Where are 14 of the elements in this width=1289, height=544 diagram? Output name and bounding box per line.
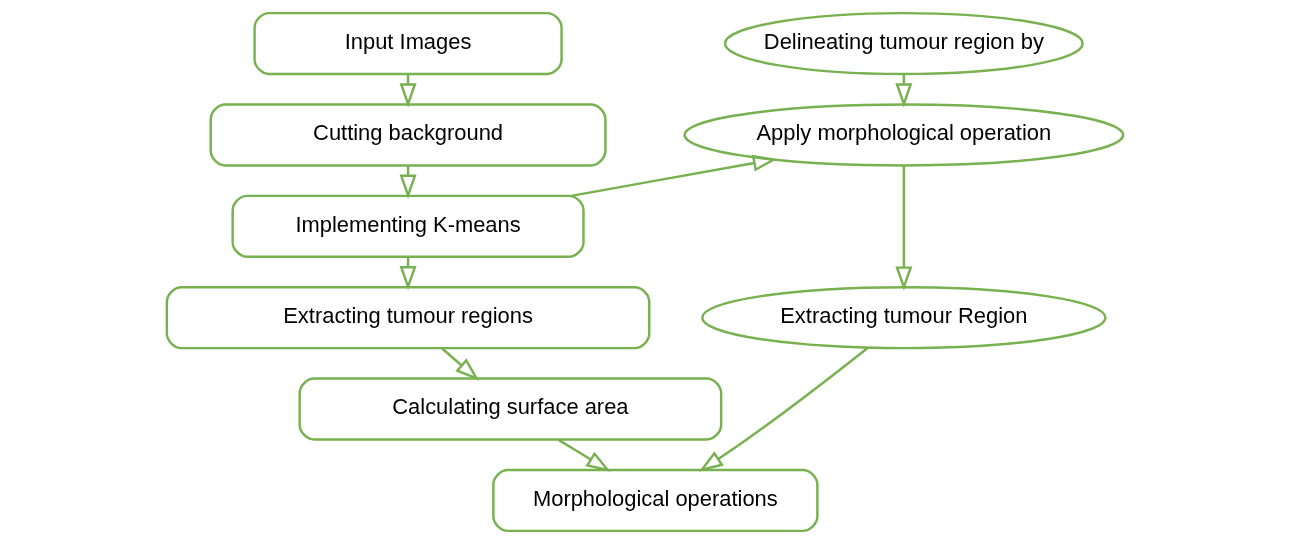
node-box: Extracting tumour regions	[165, 286, 650, 350]
arrow	[440, 347, 479, 381]
arrow	[698, 346, 869, 472]
node-ellipse: Delineating tumour region by	[723, 11, 1084, 76]
arrow	[557, 438, 611, 472]
node-box: Cutting background	[209, 103, 607, 167]
node-ellipse: Apply morphological operation	[682, 103, 1124, 167]
node-box: Morphological operations	[491, 468, 819, 533]
node-ellipse: Extracting tumour Region	[700, 286, 1107, 350]
arrow	[570, 154, 777, 198]
node-box: Implementing K-means	[230, 194, 585, 258]
arrow	[894, 165, 912, 291]
node-box: Calculating surface area	[297, 377, 722, 441]
node-box: Input Images	[252, 11, 563, 76]
